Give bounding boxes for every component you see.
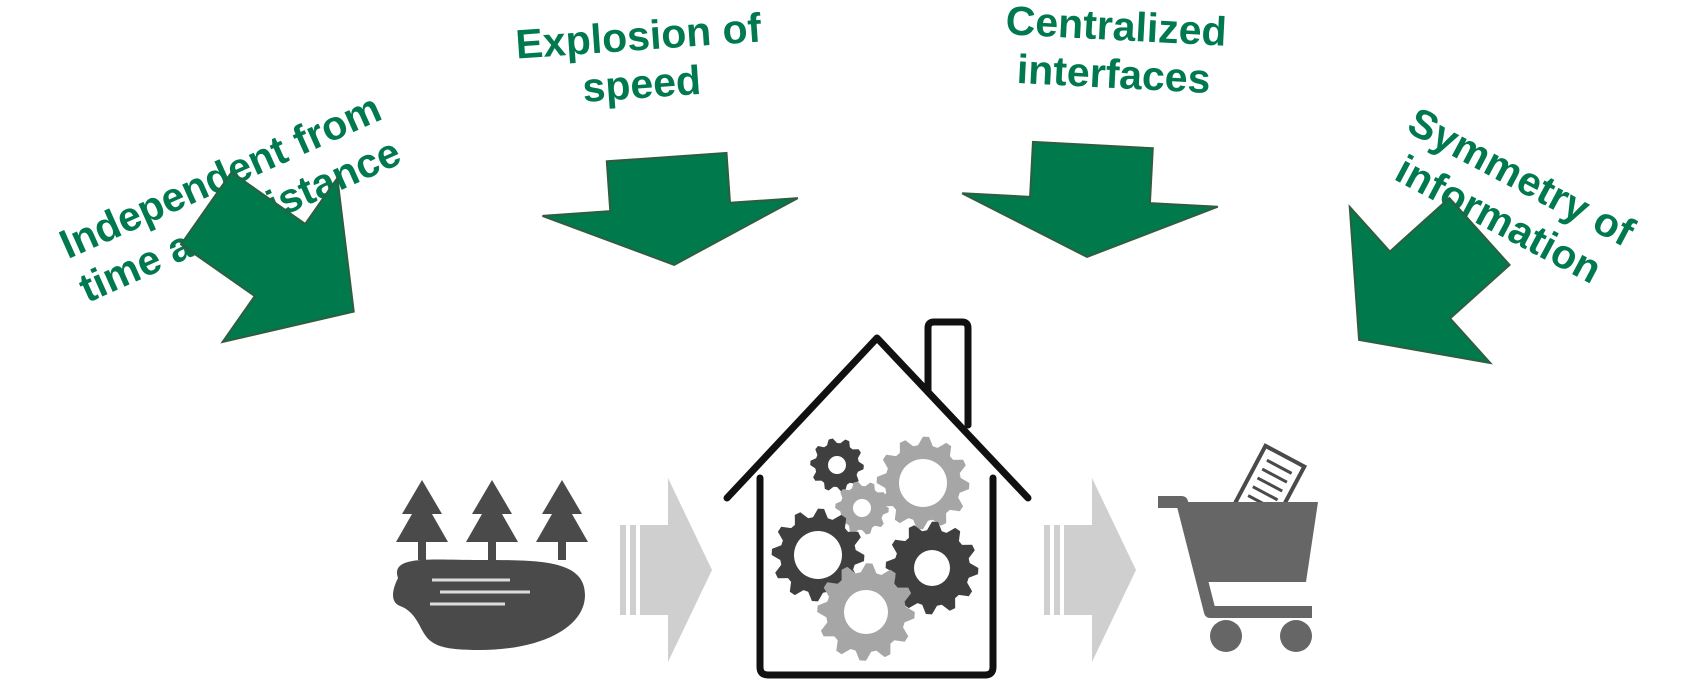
green-arrow-3 (961, 140, 1219, 259)
shopping-cart-icon (1158, 443, 1318, 652)
gear-hole (794, 531, 842, 579)
gear-hole (914, 550, 950, 586)
nature-icon (393, 480, 588, 650)
green-arrow-2 (542, 151, 799, 266)
arrow-right-icon (620, 478, 712, 662)
gear-hole (828, 456, 846, 474)
gear-hole (844, 590, 888, 634)
gear-hole (853, 499, 871, 517)
gear-hole (899, 459, 947, 507)
green-arrow-4 (1348, 196, 1511, 365)
arrow-right-icon (1044, 478, 1136, 662)
house-gears-icon (723, 318, 1032, 679)
green-arrow-1 (179, 170, 355, 344)
